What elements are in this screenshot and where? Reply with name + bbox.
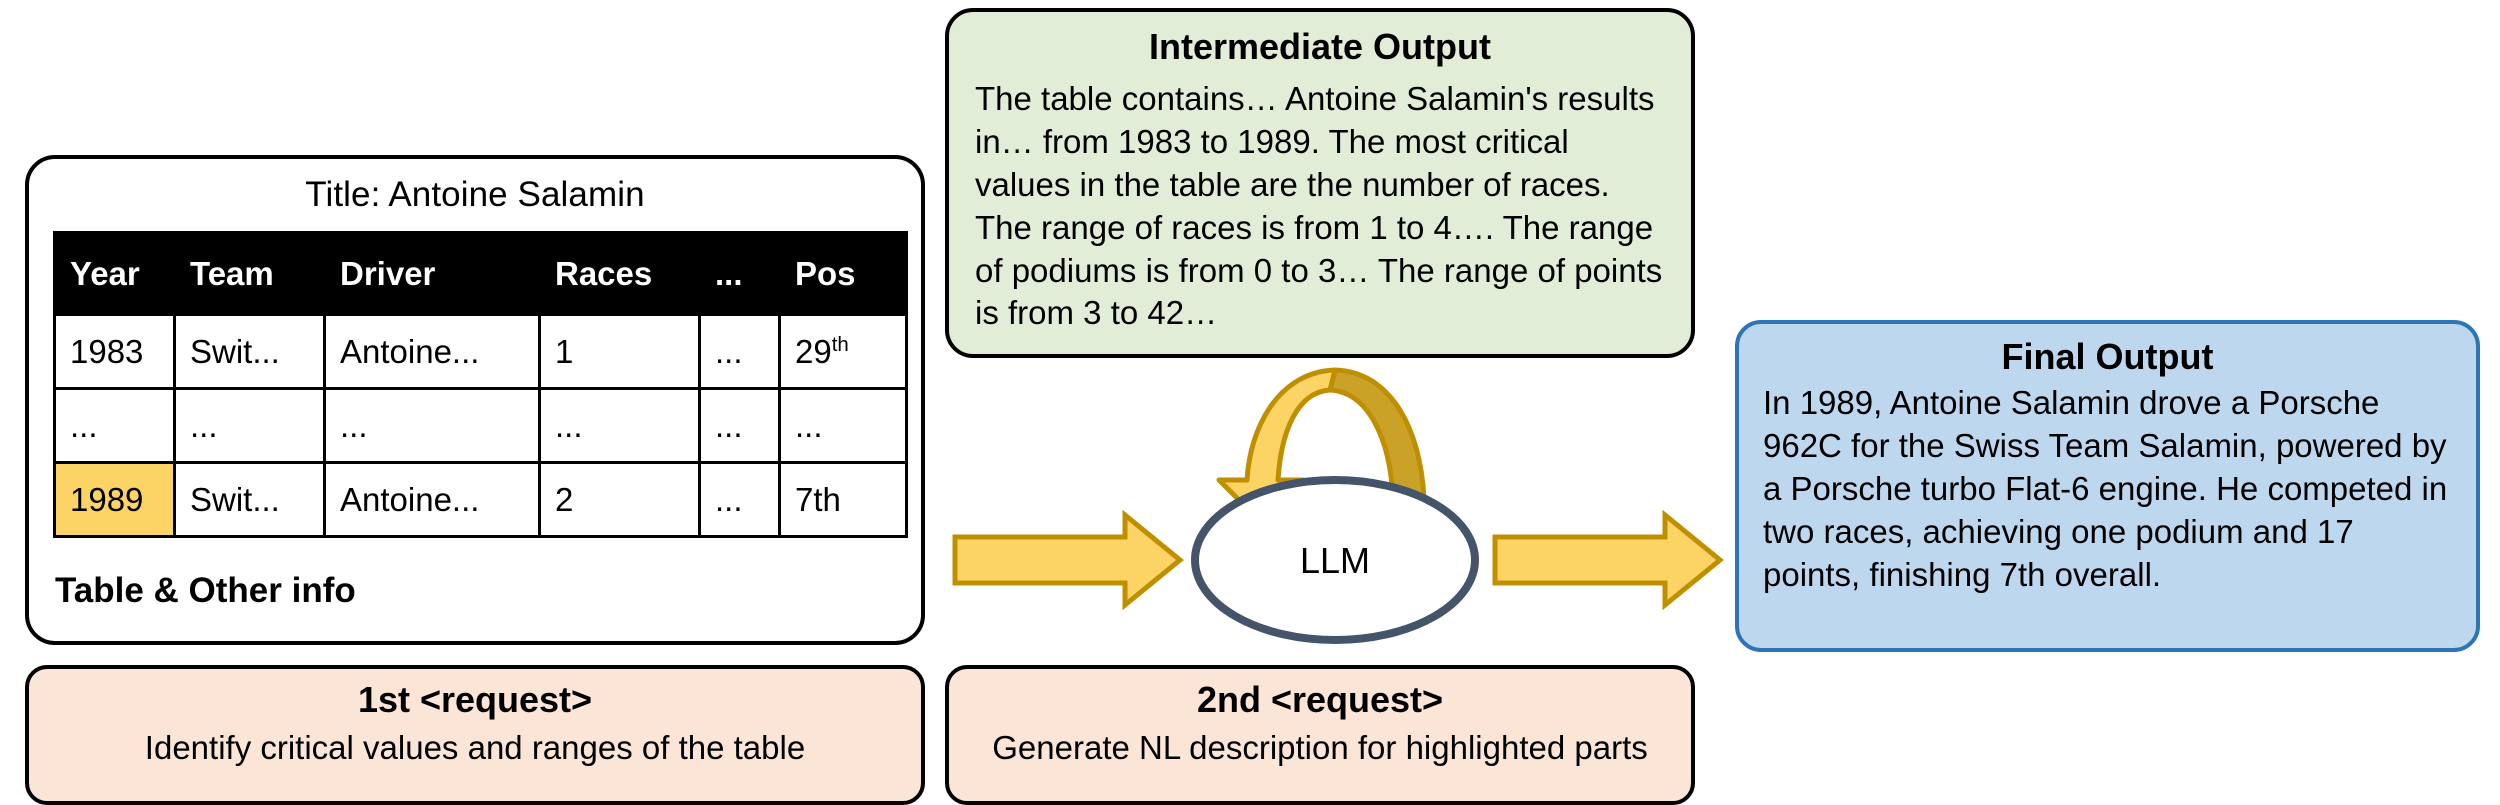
- cell-team: Swit...: [173, 461, 326, 538]
- cell-ellipsis: ...: [698, 461, 781, 538]
- second-request-box: 2nd <request> Generate NL description fo…: [945, 665, 1695, 805]
- cell-year-1983: 1983: [53, 313, 176, 390]
- table-head: Year Team Driver Races ... Pos: [53, 231, 908, 316]
- llm-to-final-arrow: [1492, 509, 1724, 611]
- final-output-body: In 1989, Antoine Salamin drove a Porsche…: [1763, 384, 2448, 593]
- first-request-title: 1st <request>: [357, 679, 593, 720]
- column-header-ellipsis: ...: [698, 231, 781, 316]
- cell-driver: Antoine...: [323, 461, 541, 538]
- table-row-highlighted: 1989 Swit... Antoine... 2 ... 7th: [53, 461, 908, 538]
- llm-self-loop-arrow-right-leg: [1327, 367, 1427, 501]
- final-output-box: Final Output In 1989, Antoine Salamin dr…: [1735, 320, 2480, 652]
- column-header-driver: Driver: [323, 231, 541, 316]
- table-row: ... ... ... ... ... ...: [53, 387, 908, 464]
- final-output-title: Final Output: [2001, 336, 2214, 377]
- cell-year-1989-highlighted: 1989: [53, 461, 176, 538]
- intermediate-output-title: Intermediate Output: [1148, 26, 1492, 67]
- table-card: Title: Antoine Salamin Year Team Driver …: [25, 155, 925, 645]
- column-header-races: Races: [538, 231, 701, 316]
- cell-races: 2: [538, 461, 701, 538]
- column-header-pos: Pos: [778, 231, 908, 316]
- cell-pos-suffix: th: [831, 332, 849, 356]
- cell-pos: 29th: [778, 313, 908, 390]
- cell-pos-value: 29: [795, 332, 832, 370]
- llm-ellipse: [1191, 476, 1479, 644]
- column-header-year: Year: [53, 231, 176, 316]
- llm-self-loop-arrow: [1216, 367, 1338, 526]
- cell-pos: 7th: [778, 461, 908, 538]
- table-body: 1983 Swit... Antoine... 1 ... 29th ... .…: [53, 313, 908, 538]
- second-request-title: 2nd <request>: [1196, 679, 1444, 720]
- intermediate-output-body: The table contains… Antoine Salamin's re…: [975, 80, 1663, 332]
- cell-driver-ellipsis: ...: [323, 387, 541, 464]
- cell-team-ellipsis: ...: [173, 387, 326, 464]
- cell-team: Swit...: [173, 313, 326, 390]
- table-row: 1983 Swit... Antoine... 1 ... 29th: [53, 313, 908, 390]
- second-request-subtitle: Generate NL description for highlighted …: [992, 729, 1648, 766]
- cell-year-ellipsis: ...: [53, 387, 176, 464]
- cell-races-ellipsis: ...: [538, 387, 701, 464]
- intermediate-output-box: Intermediate Output The table contains… …: [945, 8, 1695, 358]
- table-footnote: Table & Other info: [55, 571, 356, 610]
- column-header-team: Team: [173, 231, 326, 316]
- first-request-subtitle: Identify critical values and ranges of t…: [144, 729, 806, 766]
- first-request-box: 1st <request> Identify critical values a…: [25, 665, 925, 805]
- llm-label: LLM: [1300, 540, 1370, 581]
- table-title: Title: Antoine Salamin: [305, 175, 645, 214]
- cell-driver: Antoine...: [323, 313, 541, 390]
- cell-ellipsis: ...: [698, 313, 781, 390]
- cell-ellipsis: ...: [698, 387, 781, 464]
- table-to-llm-arrow: [952, 509, 1184, 611]
- cell-pos-ellipsis: ...: [778, 387, 908, 464]
- cell-races: 1: [538, 313, 701, 390]
- table-header-row: Year Team Driver Races ... Pos: [53, 231, 908, 316]
- info-table: Year Team Driver Races ... Pos 1983 Swit…: [53, 231, 908, 538]
